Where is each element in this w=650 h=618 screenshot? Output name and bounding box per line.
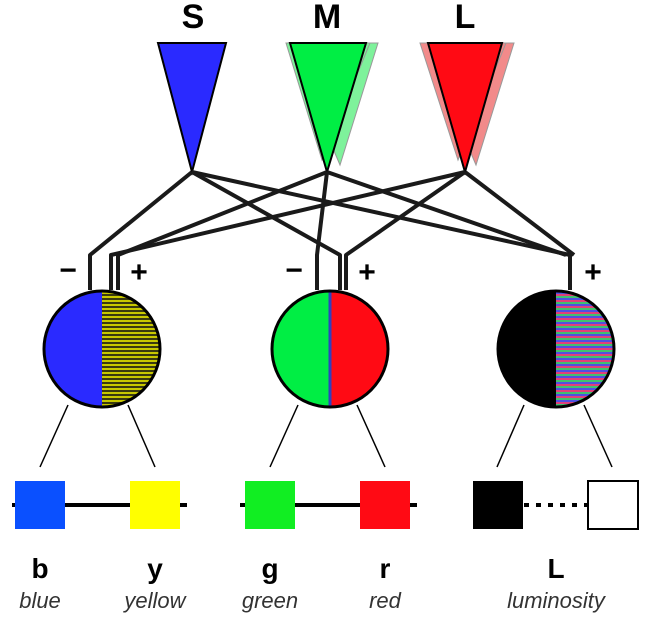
- cone-l-label: L: [455, 0, 476, 36]
- letter-g: g: [261, 553, 278, 584]
- blue-yellow-cell: [42, 289, 162, 409]
- letter-luminosity: L: [547, 553, 564, 584]
- word-green: green: [242, 588, 298, 613]
- cone-m-label: M: [313, 0, 341, 36]
- red-swatch: [360, 481, 410, 529]
- cone-m: [285, 42, 379, 176]
- wiring: [88, 170, 576, 290]
- channel-3-plus: +: [584, 256, 602, 289]
- light-swatch: [587, 480, 639, 530]
- blue-swatch: [15, 481, 65, 529]
- green-red-cell: [270, 289, 390, 409]
- cone-s: [156, 42, 228, 176]
- word-blue: blue: [19, 588, 61, 613]
- yellow-swatch: [130, 481, 180, 529]
- cone-l: [419, 42, 515, 176]
- dark-swatch: [473, 481, 523, 529]
- cone-s-label: S: [182, 0, 205, 36]
- channel-1-plus: +: [130, 256, 148, 289]
- channel-1-minus: −: [59, 254, 77, 287]
- luminosity-cell: [496, 289, 616, 409]
- letter-r: r: [380, 553, 391, 584]
- word-luminosity: luminosity: [507, 588, 607, 613]
- channel-2-plus: +: [358, 256, 376, 289]
- channel-2-minus: −: [285, 254, 303, 287]
- connectors: [39, 404, 613, 468]
- word-red: red: [369, 588, 402, 613]
- letter-b: b: [31, 553, 48, 584]
- word-yellow: yellow: [122, 588, 187, 613]
- letter-y: y: [147, 553, 163, 584]
- green-swatch: [245, 481, 295, 529]
